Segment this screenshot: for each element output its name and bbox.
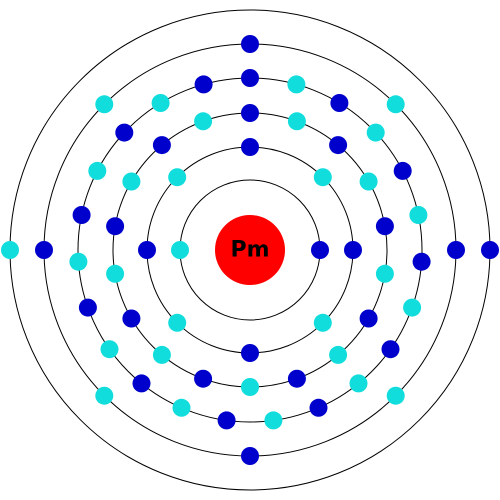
shell-3-electron: [106, 264, 125, 283]
shell-3-electron: [287, 112, 306, 131]
shell-4-electron: [72, 206, 91, 224]
shell-4-electron: [330, 94, 349, 112]
shell-3-electron: [329, 136, 348, 155]
shell-1-electron: [311, 241, 329, 259]
shell-3-electron: [122, 309, 141, 328]
nucleus: [215, 215, 285, 285]
shell-4-electron: [412, 252, 431, 271]
shell-3-electron: [152, 136, 171, 155]
shell-5-electron: [241, 35, 259, 53]
shell-3-electron: [106, 217, 125, 236]
shell-3-electron: [287, 369, 306, 388]
shell-3-electron: [241, 378, 259, 396]
shell-4-electron: [393, 161, 412, 180]
shell-5-electron: [386, 386, 405, 405]
shell-3-electron: [329, 345, 348, 364]
shell-5-electron: [35, 241, 53, 259]
shell-2-electron: [313, 168, 332, 187]
shell-5-electron: [241, 447, 259, 465]
shell-3-electron: [375, 264, 394, 283]
shell-5-electron: [95, 386, 114, 405]
shell-4-electron: [309, 398, 328, 417]
shell-3-electron: [152, 345, 171, 364]
shell-4-electron: [409, 206, 428, 224]
shell-4-electron: [241, 69, 259, 87]
shell-4-electron: [287, 75, 306, 94]
shell-4-electron: [132, 374, 151, 393]
shell-3-electron: [241, 104, 259, 122]
shell-4-electron: [264, 411, 283, 430]
shell-4-electron: [115, 123, 134, 142]
shell-4-electron: [151, 94, 170, 112]
shell-4-electron: [403, 298, 422, 317]
shell-5-electron: [95, 95, 114, 114]
electrons: [1, 35, 499, 465]
shell-4-electron: [381, 340, 400, 359]
shell-4-electron: [172, 398, 191, 417]
shell-6-electron: [481, 241, 499, 259]
shell-3-electron: [194, 369, 213, 388]
shell-2-electron: [168, 168, 187, 187]
shell-4-electron: [217, 411, 236, 430]
shell-3-electron: [359, 309, 378, 328]
shell-2-electron: [168, 313, 187, 332]
shell-3-electron: [359, 172, 378, 191]
shell-2-electron: [241, 344, 259, 362]
shell-3-electron: [375, 217, 394, 236]
shell-5-electron: [447, 241, 465, 259]
shell-4-electron: [100, 340, 119, 359]
shell-1-electron: [171, 241, 189, 259]
shell-4-electron: [88, 161, 107, 180]
shell-4-electron: [349, 374, 368, 393]
shell-2-electron: [241, 138, 259, 156]
shell-4-electron: [366, 123, 385, 142]
element-symbol: Pm: [230, 238, 269, 263]
shell-6-electron: [1, 241, 19, 259]
shell-2-electron: [313, 313, 332, 332]
shell-4-electron: [194, 75, 213, 94]
shell-4-electron: [69, 252, 88, 271]
shell-3-electron: [122, 172, 141, 191]
shell-5-electron: [386, 95, 405, 114]
shell-3-electron: [194, 112, 213, 131]
shell-2-electron: [344, 241, 362, 259]
shell-2-electron: [138, 241, 156, 259]
shell-4-electron: [78, 298, 97, 317]
